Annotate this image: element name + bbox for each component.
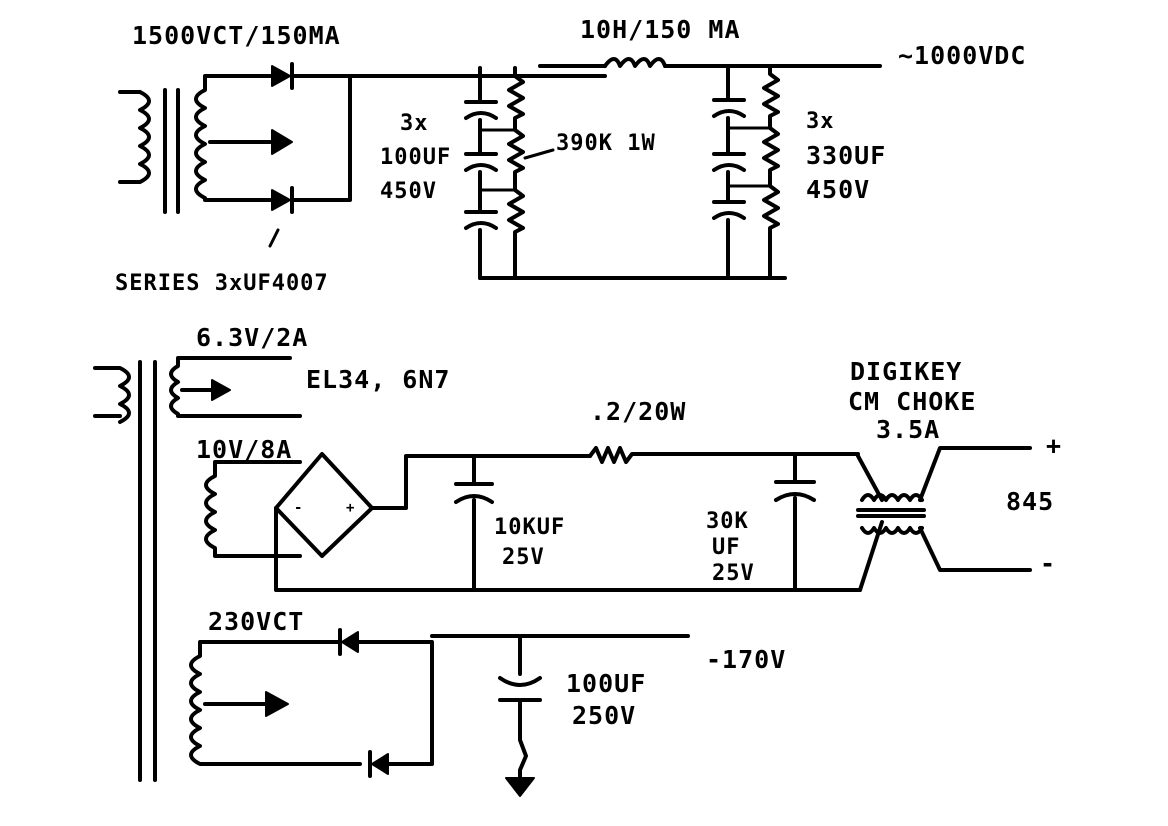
bias-output-wire (356, 634, 690, 766)
filament-tubes-label: EL34, 6N7 (306, 365, 450, 394)
hv-right-bleeder-stack (726, 64, 780, 280)
hv-diode-bottom (271, 186, 294, 214)
hv-left-caps-value: 100UF (380, 145, 451, 170)
filament-winding (169, 356, 302, 418)
hv-right-caps-value: 330UF (806, 141, 886, 170)
hv-left-bleeder-stack (478, 66, 525, 280)
hv-bleeder-label: 390K 1W (556, 131, 656, 156)
cm-choke (856, 446, 1032, 592)
bias-ground-arrow (505, 777, 535, 797)
hv-left-capacitor-stack (464, 66, 498, 280)
bridge-rectifier (274, 452, 374, 558)
hv-rectifier-note: SERIES 3xUF4007 (115, 271, 329, 296)
load-label: 845 (1006, 487, 1054, 516)
hv-output-label: ~1000VDC (898, 41, 1026, 70)
hv-diode-top (271, 62, 294, 90)
cap-10kuf (454, 454, 494, 592)
output-minus-label: - (1040, 549, 1056, 578)
hv-transformer-label: 1500VCT/150MA (132, 21, 341, 50)
choke-brand-label: DIGIKEY (850, 357, 962, 386)
choke-type-label: CM CHOKE (848, 387, 976, 416)
resistor-label: .2/20W (590, 397, 686, 426)
bias-cap-voltage-label: 250V (572, 701, 636, 730)
choke-rating-label: 3.5A (876, 415, 940, 444)
hv-transformer-secondary (194, 74, 272, 202)
bias-cap-value-label: 100UF (566, 669, 646, 698)
hv-choke (603, 57, 667, 68)
filament-arrowhead (211, 379, 231, 401)
bias-diode-top (338, 628, 359, 656)
bias-supply-section: 230VCT -170V 100UF 250V (189, 607, 786, 797)
bias-diode-bottom (368, 750, 389, 778)
bias-winding (189, 640, 362, 766)
cap-30kuf (774, 454, 816, 592)
cap1-voltage-label: 25V (502, 545, 545, 570)
hv-right-caps-qty: 3x (806, 109, 835, 134)
hv-rectifier-output-wire (290, 74, 607, 202)
bridge-to-cap-wire (274, 454, 862, 592)
filament-winding-section: 6.3V/2A EL34, 6N7 (169, 323, 450, 418)
filament-winding-label: 6.3V/2A (196, 323, 308, 352)
bias-output-label: -170V (706, 645, 786, 674)
series-resistor (588, 446, 860, 464)
bias-center-tap-arrowhead (265, 691, 289, 717)
hv-left-caps-voltage: 450V (380, 179, 437, 204)
hv-center-tap-arrowhead (271, 129, 293, 155)
bias-capacitor (498, 634, 542, 780)
bridge-plus-label: + (346, 500, 354, 516)
bleeder-label-leader (523, 148, 555, 160)
hv-supply-section: 1500VCT/150MA 10H/150 MA ~1000VDC 3x 100… (115, 15, 1026, 296)
bias-winding-label: 230VCT (208, 607, 304, 636)
hv-left-caps-qty: 3x (400, 111, 429, 136)
cap1-value-label: 10KUF (494, 515, 565, 540)
cap2-voltage-label: 25V (712, 561, 755, 586)
hv-transformer-primary (118, 90, 151, 184)
cap2-unit-label: UF (712, 535, 741, 560)
lv-transformer-primary (93, 366, 131, 424)
hv-diode-pointer (268, 228, 280, 248)
output-plus-label: + (1046, 431, 1062, 460)
dc-winding-label: 10V/8A (196, 435, 292, 464)
bridge-minus-label: - (294, 500, 302, 516)
lv-transformer (93, 360, 157, 782)
dc-filament-winding (204, 460, 302, 558)
cap2-value-label: 30K (706, 509, 749, 534)
dc-filament-section: 10V/8A - + .2/20W 10KUF 25V 30K UF 25V D… (196, 357, 1062, 592)
hv-choke-label: 10H/150 MA (580, 15, 741, 44)
hv-right-capacitor-stack (712, 64, 746, 280)
hv-right-caps-voltage: 450V (806, 175, 870, 204)
